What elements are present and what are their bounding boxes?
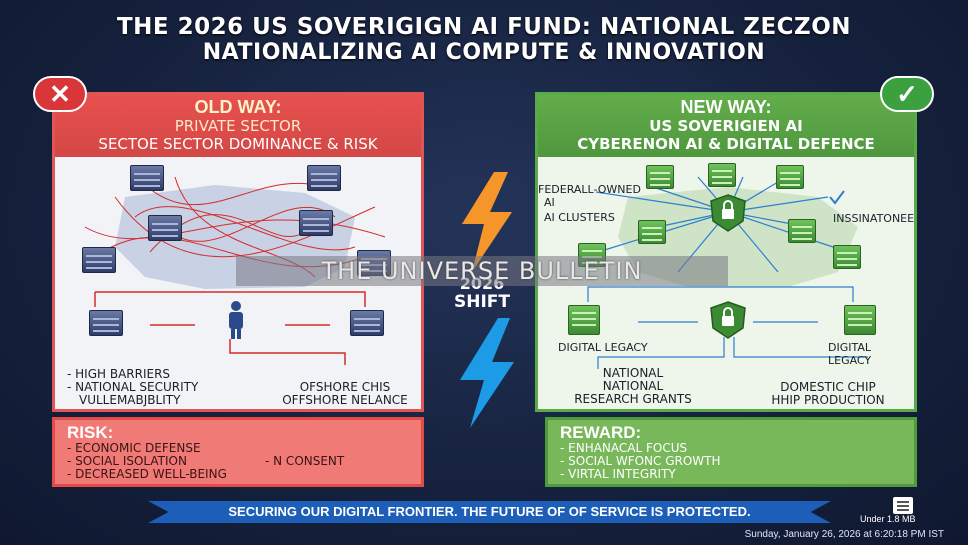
risk-item: - DECREASED WELL-BEING	[67, 467, 227, 481]
risk-item: - SOCIAL ISOLATION	[67, 454, 187, 468]
domestic-chip-label: DOMESTIC CHIP	[780, 380, 876, 394]
watermark-banner: THE UNIVERSE BULLETIN	[236, 256, 728, 286]
server-rack-icon	[638, 220, 666, 244]
checkmark-icon	[829, 190, 845, 205]
server-rack-icon	[130, 165, 164, 191]
document-icon[interactable]	[893, 497, 913, 514]
flow-red-links	[94, 291, 366, 365]
infographic-title-line1: THE 2026 US SOVERIGIGN AI FUND: NATIONAL…	[116, 14, 852, 40]
federal-owned-label: FEDERALL-OWNED	[538, 183, 641, 196]
offshore-note: OFFSHORE NELANCE	[282, 393, 408, 407]
shift-label: SHIFT	[453, 292, 510, 312]
old-way-label: OLD WAY:	[194, 97, 282, 117]
risk-box: RISK: - ECONOMIC DEFENSE - SOCIAL ISOLAT…	[52, 417, 424, 487]
risk-heading: RISK:	[67, 423, 114, 442]
new-way-caption: CYBERENON AI & DIGITAL DEFENCE	[577, 135, 875, 153]
bottom-banner: SECURING OUR DIGITAL FRONTIER. THE FUTUR…	[148, 501, 831, 523]
server-rack-icon	[646, 165, 674, 189]
federal-owned-label: AI	[544, 196, 555, 209]
shield-lock-icon	[710, 301, 746, 339]
old-way-panel: OLD WAY: PRIVATE SECTOR SECTOE SECTOR DO…	[52, 92, 424, 412]
research-grants-label: NATIONAL	[602, 366, 664, 380]
old-way-subtitle: PRIVATE SECTOR	[174, 117, 302, 135]
server-rack-icon	[350, 310, 384, 336]
server-rack-icon	[776, 165, 804, 189]
ai-clusters-label: AI CLUSTERS	[544, 211, 615, 224]
file-size-note: Under 1.8 MB	[860, 514, 916, 524]
old-way-bullet: - NATIONAL SECURITY	[67, 380, 199, 394]
new-way-panel: NEW WAY: US SOVERIGIEN AI CYBERENON AI &…	[535, 92, 917, 412]
server-rack-icon	[844, 305, 876, 335]
server-rack-icon	[307, 165, 341, 191]
digital-legacy-label: DIGITAL LEGACY	[828, 341, 872, 367]
old-way-bullet: VULLEMABJBLITY	[79, 393, 181, 407]
old-way-bullet: - HIGH BARRIERS	[67, 367, 171, 381]
infographic-title-line2: NATIONALIZING AI COMPUTE & INNOVATION	[202, 40, 766, 65]
domestic-chip-label: HHIP PRODUCTION	[771, 393, 885, 407]
research-grants-label: NATIONAL	[602, 379, 664, 393]
reward-heading: REWARD:	[560, 423, 642, 442]
new-way-label: NEW WAY:	[680, 97, 772, 117]
reward-item: - SOCIAL WFONC GROWTH	[560, 454, 721, 468]
figure-businessman-icon	[229, 301, 243, 339]
new-way-subtitle: US SOVERIGIEN AI	[649, 117, 803, 135]
research-grants-label: RESEARCH GRANTS	[574, 392, 692, 406]
check-icon: ✓	[880, 76, 934, 112]
insignatonee-label: INSSINATONEE	[833, 212, 915, 225]
cross-icon: ✕	[33, 76, 87, 112]
orange-lightning-bolt-icon	[462, 172, 512, 272]
timestamp: Sunday, January 26, 2026 at 6:20:18 PM I…	[744, 529, 944, 540]
server-rack-icon	[708, 163, 736, 187]
server-rack-icon	[833, 245, 861, 269]
server-rack-icon	[568, 305, 600, 335]
risk-side-note: - N CONSENT	[265, 454, 345, 468]
shield-lock-icon	[710, 194, 746, 232]
old-way-caption: SECTOE SECTOR DOMINANCE & RISK	[98, 135, 378, 153]
server-rack-icon	[89, 310, 123, 336]
blue-lightning-bolt-icon	[460, 318, 514, 428]
server-rack-icon	[788, 219, 816, 243]
server-rack-icon	[299, 210, 333, 236]
server-rack-icon	[148, 215, 182, 241]
digital-legacy-label: DIGITAL LEGACY	[558, 341, 648, 354]
reward-box: REWARD: - ENHANACAL FOCUS - SOCIAL WFONC…	[545, 417, 917, 487]
risk-item: - ECONOMIC DEFENSE	[67, 441, 201, 455]
server-rack-icon	[82, 247, 116, 273]
new-way-header: NEW WAY: US SOVERIGIEN AI CYBERENON AI &…	[538, 95, 914, 157]
reward-item: - ENHANACAL FOCUS	[560, 441, 688, 455]
reward-item: - VIRTAL INTEGRITY	[560, 467, 676, 481]
old-way-header: OLD WAY: PRIVATE SECTOR SECTOE SECTOR DO…	[55, 95, 421, 157]
offshore-note: OFSHORE CHIS	[299, 380, 391, 394]
